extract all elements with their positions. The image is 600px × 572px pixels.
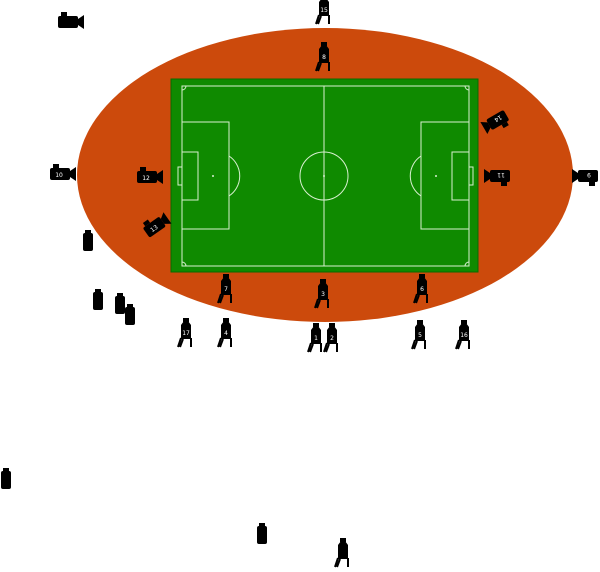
camera-10-label: 10 [55,172,63,179]
camera-spare-c [93,289,103,310]
camera-spare-h [334,538,349,568]
camera-10: 10 [50,164,76,181]
camera-5: 5 [411,320,426,350]
camera-13-label: 13 [149,224,159,234]
camera-spare-a [58,12,84,29]
left-penalty-spot [212,175,214,177]
camera-7-label: 7 [224,286,228,293]
camera-11: 11 [484,169,510,186]
camera-5-label: 5 [418,332,422,339]
camera-6-label: 6 [420,286,424,293]
corner-arc-bottom-left [181,261,187,267]
camera-16: 16 [455,320,470,350]
camera-spare-g [257,523,267,544]
football-pitch [170,78,479,273]
camera-14: 14 [480,110,509,135]
camera-15-label: 15 [320,7,328,14]
camera-6: 6 [413,274,428,304]
camera-12-label: 12 [142,175,150,182]
camera-1-label: 1 [314,335,318,342]
camera-9-label: 9 [587,171,591,178]
camera-8: 8 [315,42,330,72]
camera-1: 1 [307,323,322,353]
camera-spare-d [115,293,125,314]
camera-11-label: 11 [497,171,505,178]
camera-spare-f [1,468,11,489]
corner-arc-bottom-right [464,261,470,267]
spare-cameras [1,12,349,568]
corner-arc-top-left [181,85,187,91]
camera-3-label: 3 [321,291,325,298]
pitch-markings [177,85,474,267]
right-goal [468,166,474,186]
left-penalty-arc [228,155,241,197]
centre-spot [323,175,325,177]
camera-9: 9 [572,169,598,186]
camera-15: 15 [315,0,330,25]
camera-7: 7 [217,274,232,304]
right-penalty-arc [409,155,422,197]
camera-spare-e [125,304,135,325]
camera-2: 2 [323,323,338,353]
camera-4: 4 [217,318,232,348]
camera-13: 13 [142,212,172,238]
camera-14-label: 14 [493,113,503,123]
camera-3: 3 [314,279,329,309]
camera-17: 17 [177,318,192,348]
camera-4-label: 4 [224,330,228,337]
camera-12: 12 [137,167,163,184]
camera-17-label: 17 [182,330,190,337]
left-goal [177,166,183,186]
camera-8-label: 8 [322,54,326,61]
camera-spare-b [83,230,93,251]
camera-16-label: 16 [460,332,468,339]
corner-arc-top-right [464,85,470,91]
camera-2-label: 2 [330,335,334,342]
right-penalty-spot [435,175,437,177]
centre-circle [299,151,349,201]
